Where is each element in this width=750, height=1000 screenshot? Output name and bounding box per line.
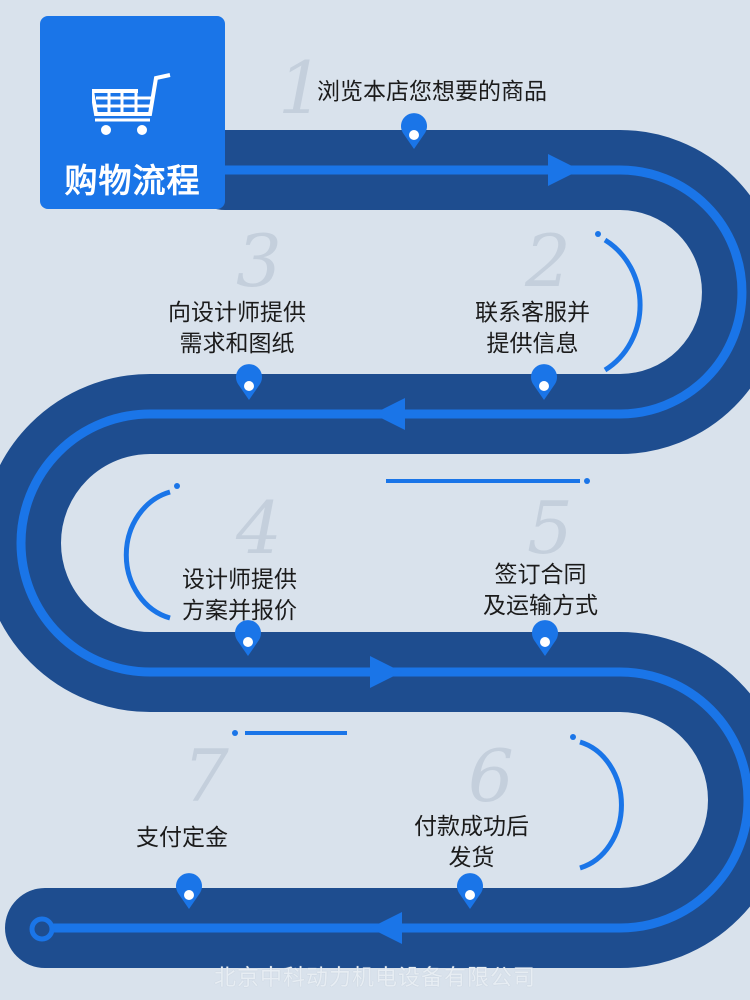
decor-arc <box>603 237 643 373</box>
step-number: 7 <box>183 734 229 818</box>
arrow-left-icon <box>373 398 405 430</box>
header-badge: 购物流程 <box>40 16 225 209</box>
step-label: 联系客服并提供信息 <box>475 300 590 357</box>
step-number: 4 <box>236 486 282 570</box>
step-number: 6 <box>468 734 514 818</box>
map-pin-icon <box>457 873 483 909</box>
arrow-right-icon <box>370 656 402 688</box>
road-line <box>16 165 750 933</box>
road-end-circle <box>29 916 55 942</box>
arrow-left-icon <box>370 912 402 944</box>
step-number: 3 <box>236 219 282 303</box>
step-number: 2 <box>525 219 571 303</box>
map-pin-icon <box>235 620 261 656</box>
decor-arc <box>579 739 624 871</box>
step-number: 5 <box>527 486 573 570</box>
map-pin-icon <box>531 364 557 400</box>
step-number: 1 <box>278 46 324 130</box>
arrow-right-icon <box>548 154 580 186</box>
step-label: 设计师提供方案并报价 <box>182 567 297 624</box>
step-label: 向设计师提供需求和图纸 <box>168 300 306 357</box>
step-label: 签订合同及运输方式 <box>483 562 598 619</box>
decor-arc <box>123 489 171 621</box>
step-label: 支付定金 <box>136 825 228 851</box>
shopping-cart-icon <box>92 73 171 135</box>
step-label: 付款成功后发货 <box>414 814 529 871</box>
step-label: 浏览本店您想要的商品 <box>317 79 547 105</box>
page-title: 购物流程 <box>64 161 201 200</box>
map-pin-icon <box>532 620 558 656</box>
map-pin-icon <box>401 113 427 149</box>
map-pin-icon <box>176 873 202 909</box>
company-watermark: 北京中科动力机电设备有限公司 <box>213 966 536 991</box>
map-pin-icon <box>236 364 262 400</box>
